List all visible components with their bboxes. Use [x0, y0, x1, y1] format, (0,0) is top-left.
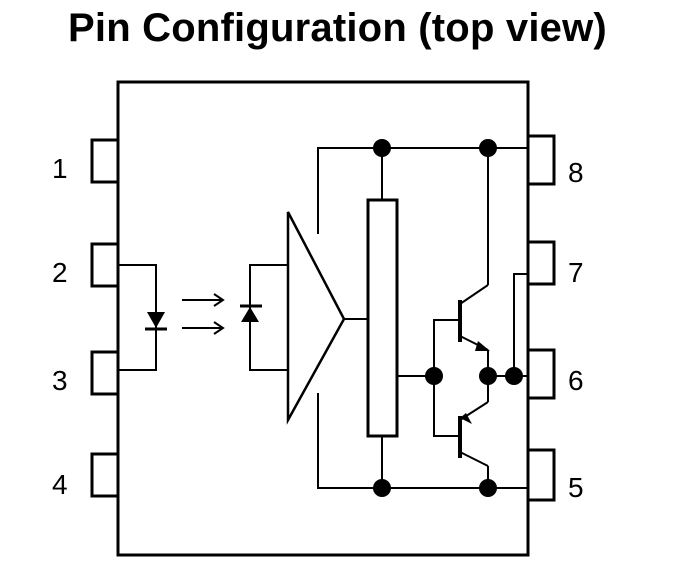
pin-label-3: 3 — [52, 365, 68, 396]
pin-label-1: 1 — [52, 153, 68, 184]
junction-dot — [479, 139, 497, 157]
pin-label-8: 8 — [568, 157, 584, 188]
left-pins — [90, 138, 118, 498]
junction-dots — [373, 139, 523, 497]
junction-dot — [505, 367, 523, 385]
pin-2 — [90, 242, 118, 288]
pin-5 — [528, 448, 556, 502]
light-arrows — [182, 293, 225, 335]
pin-label-4: 4 — [52, 469, 68, 500]
pin-6 — [528, 348, 556, 400]
upper-collector — [459, 284, 489, 305]
amplifier-triangle — [286, 211, 346, 425]
junction-dot — [373, 479, 391, 497]
pin-1 — [90, 138, 118, 184]
lower-emitter-arrow — [460, 413, 472, 424]
right-pins — [528, 134, 556, 502]
light-arrow-2-head — [213, 321, 225, 335]
junction-dot — [373, 139, 391, 157]
page-title: Pin Configuration (top view) — [68, 6, 607, 50]
bottom-rail — [317, 393, 528, 489]
photodiode-triangle — [241, 307, 259, 322]
led-diode-triangle — [147, 312, 165, 328]
light-arrow-1-head — [213, 293, 225, 307]
pin-label-7: 7 — [568, 257, 584, 288]
pin-8 — [528, 134, 556, 186]
lower-collector — [459, 451, 489, 467]
package-body — [116, 80, 530, 557]
photodiode — [240, 304, 262, 322]
input-led — [145, 312, 167, 331]
junction-dot — [479, 479, 497, 497]
junction-dot — [479, 367, 497, 385]
pin-label-5: 5 — [568, 472, 584, 503]
junction-dot — [425, 367, 443, 385]
pin-3 — [90, 350, 118, 396]
pin-4 — [90, 452, 118, 498]
upper-emitter-arrow — [475, 341, 490, 351]
top-rail — [317, 147, 528, 234]
pin-7 — [528, 240, 556, 286]
pin-label-2: 2 — [52, 257, 68, 288]
pin-label-6: 6 — [568, 365, 584, 396]
pin7-wire — [513, 273, 528, 376]
resistor — [366, 198, 399, 438]
